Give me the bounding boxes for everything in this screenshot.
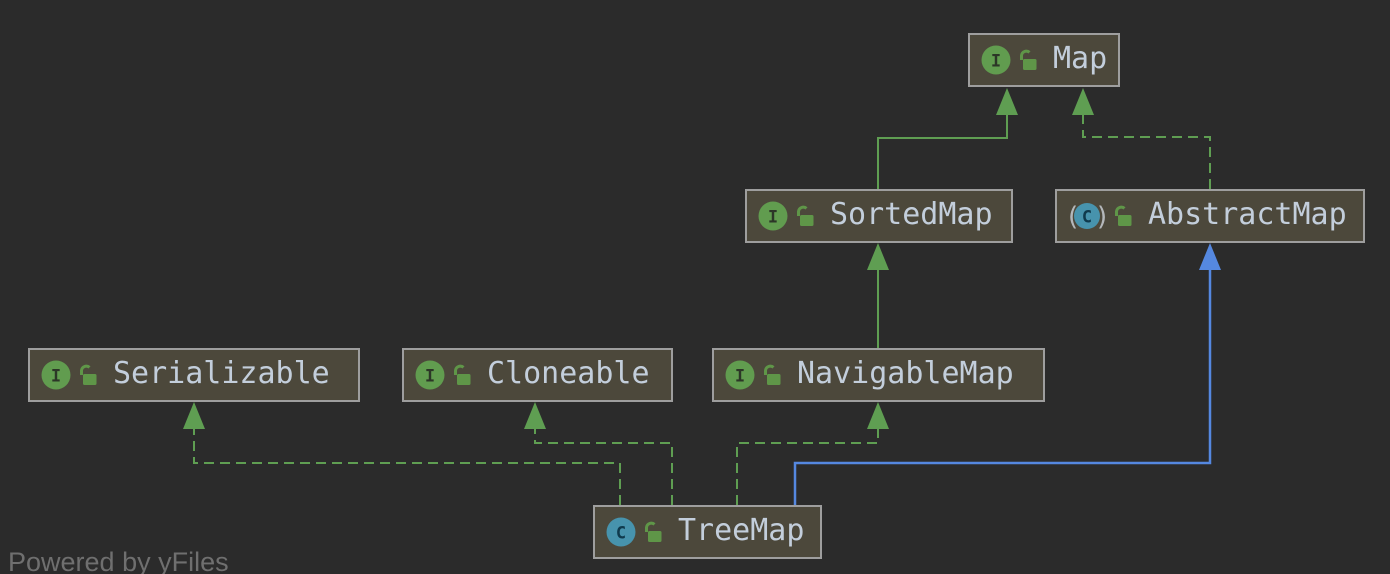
svg-text:C: C — [616, 524, 626, 544]
interface-icon: I — [981, 45, 1011, 75]
svg-text:I: I — [991, 52, 1001, 72]
arrowhead-icon — [524, 402, 546, 429]
arrowhead-icon — [183, 402, 205, 429]
unlocked-icon — [1020, 49, 1037, 70]
node-label: TreeMap — [678, 513, 805, 548]
svg-text:I: I — [425, 367, 435, 387]
svg-text:(: ( — [1068, 202, 1078, 231]
interface-icon: I — [415, 360, 445, 390]
class-node-treemap[interactable]: C TreeMap — [593, 505, 822, 559]
node-label: Cloneable — [487, 356, 650, 391]
edge-treemap-implements-serializable — [183, 402, 621, 505]
svg-text:I: I — [768, 208, 778, 228]
powered-by-yfiles-label: Powered by yFiles — [8, 547, 229, 574]
interface-icon: I — [725, 360, 755, 390]
class-node-map[interactable]: I Map — [968, 33, 1120, 87]
interface-icon: I — [41, 360, 71, 390]
svg-text:I: I — [735, 367, 745, 387]
unlocked-icon — [80, 364, 97, 385]
class-node-navigablemap[interactable]: I NavigableMap — [712, 348, 1045, 402]
class-node-cloneable[interactable]: I Cloneable — [402, 348, 673, 402]
svg-text:): ) — [1097, 202, 1106, 231]
node-label: SortedMap — [830, 197, 993, 232]
arrowhead-icon — [1072, 88, 1094, 115]
edge-treemap-extends-abstractmap — [793, 243, 1221, 505]
class-node-abstractmap[interactable]: ( ) C AbstractMap — [1055, 189, 1365, 243]
edge-treemap-implements-cloneable — [524, 402, 673, 505]
arrowhead-icon — [867, 243, 889, 270]
unlocked-icon — [454, 364, 471, 385]
edge-abstractmap-implements-map — [1072, 88, 1211, 189]
arrowhead-icon — [867, 402, 889, 429]
node-label: Map — [1053, 41, 1108, 76]
class-node-serializable[interactable]: I Serializable — [28, 348, 360, 402]
arrowhead-icon — [1199, 243, 1221, 270]
svg-text:I: I — [51, 367, 61, 387]
edge-sortedmap-extends-map — [877, 88, 1018, 189]
abstract-class-icon: ( ) C — [1068, 202, 1106, 231]
node-label: AbstractMap — [1148, 197, 1347, 232]
svg-text:C: C — [1082, 208, 1092, 228]
unlocked-icon — [797, 205, 814, 226]
class-node-sortedmap[interactable]: I SortedMap — [745, 189, 1013, 243]
unlocked-icon — [1115, 205, 1132, 226]
arrowhead-icon — [996, 88, 1018, 115]
edge-navigablemap-extends-sortedmap — [867, 243, 889, 348]
node-label: Serializable — [113, 356, 330, 391]
edge-treemap-implements-navigablemap — [736, 402, 889, 505]
unlocked-icon — [764, 364, 781, 385]
interface-icon: I — [758, 201, 788, 231]
node-label: NavigableMap — [797, 356, 1014, 391]
class-icon: C — [606, 517, 636, 547]
unlocked-icon — [645, 521, 662, 542]
